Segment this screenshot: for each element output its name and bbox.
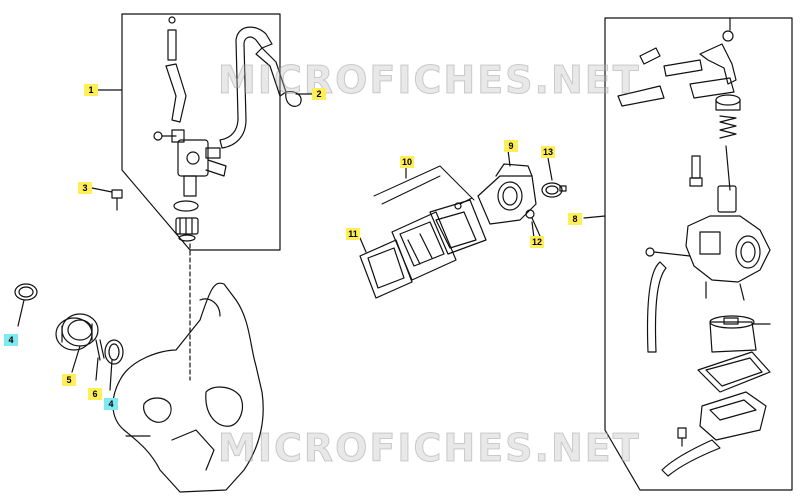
- callout-6[interactable]: 6: [88, 388, 102, 400]
- carburetor-top-cap: [715, 94, 741, 111]
- oil-seal-4-left: [14, 283, 38, 301]
- callout-8[interactable]: 8: [568, 213, 582, 225]
- callout-13[interactable]: 13: [541, 146, 556, 158]
- pulley-5: [55, 313, 99, 351]
- watermark-top: MICROFICHES.NET: [218, 58, 641, 103]
- oil-seal-4-right: [104, 339, 124, 365]
- hose-clip: [285, 91, 302, 107]
- jet-needle: [689, 145, 731, 191]
- fuel-hose-short: [165, 16, 187, 123]
- pin-6: [95, 339, 105, 361]
- float-bowl-gasket: [697, 351, 771, 393]
- clamp-13: [541, 182, 567, 198]
- callout-12[interactable]: 12: [530, 236, 545, 248]
- float-bowl: [661, 391, 767, 477]
- reed-group-frame: [373, 165, 475, 201]
- intake-manifold-9: [477, 163, 537, 225]
- fuel-cock-body: [153, 129, 227, 197]
- reed-block: [429, 197, 487, 255]
- screw-3: [111, 189, 123, 211]
- reed-valve: [391, 211, 457, 281]
- callout-5[interactable]: 5: [62, 374, 76, 386]
- callout-9[interactable]: 9: [504, 140, 518, 152]
- callout-11[interactable]: 11: [346, 228, 360, 240]
- bolt-12: [525, 209, 541, 237]
- fuel-cock-group-frame: [121, 13, 281, 251]
- callout-1[interactable]: 1: [84, 84, 98, 96]
- carburetor-body: [645, 215, 771, 353]
- callout-4-right[interactable]: 4: [104, 398, 118, 410]
- callout-10[interactable]: 10: [400, 156, 415, 168]
- throttle-spring: [719, 115, 737, 139]
- watermark-bottom: MICROFICHES.NET: [218, 426, 641, 471]
- callout-2[interactable]: 2: [312, 88, 326, 100]
- crankcase: [112, 282, 264, 493]
- float: [709, 315, 771, 353]
- drain-screw: [677, 427, 687, 447]
- callout-3[interactable]: 3: [78, 182, 92, 194]
- carburetor-group-frame: [604, 17, 793, 491]
- throttle-cable-set: [617, 17, 737, 107]
- throttle-valve: [717, 185, 737, 213]
- o-ring: [173, 200, 199, 212]
- fuel-hose-long: [219, 26, 287, 149]
- gasket-11: [359, 239, 413, 299]
- callout-4-left[interactable]: 4: [4, 334, 18, 346]
- fuel-strainer: [175, 217, 199, 242]
